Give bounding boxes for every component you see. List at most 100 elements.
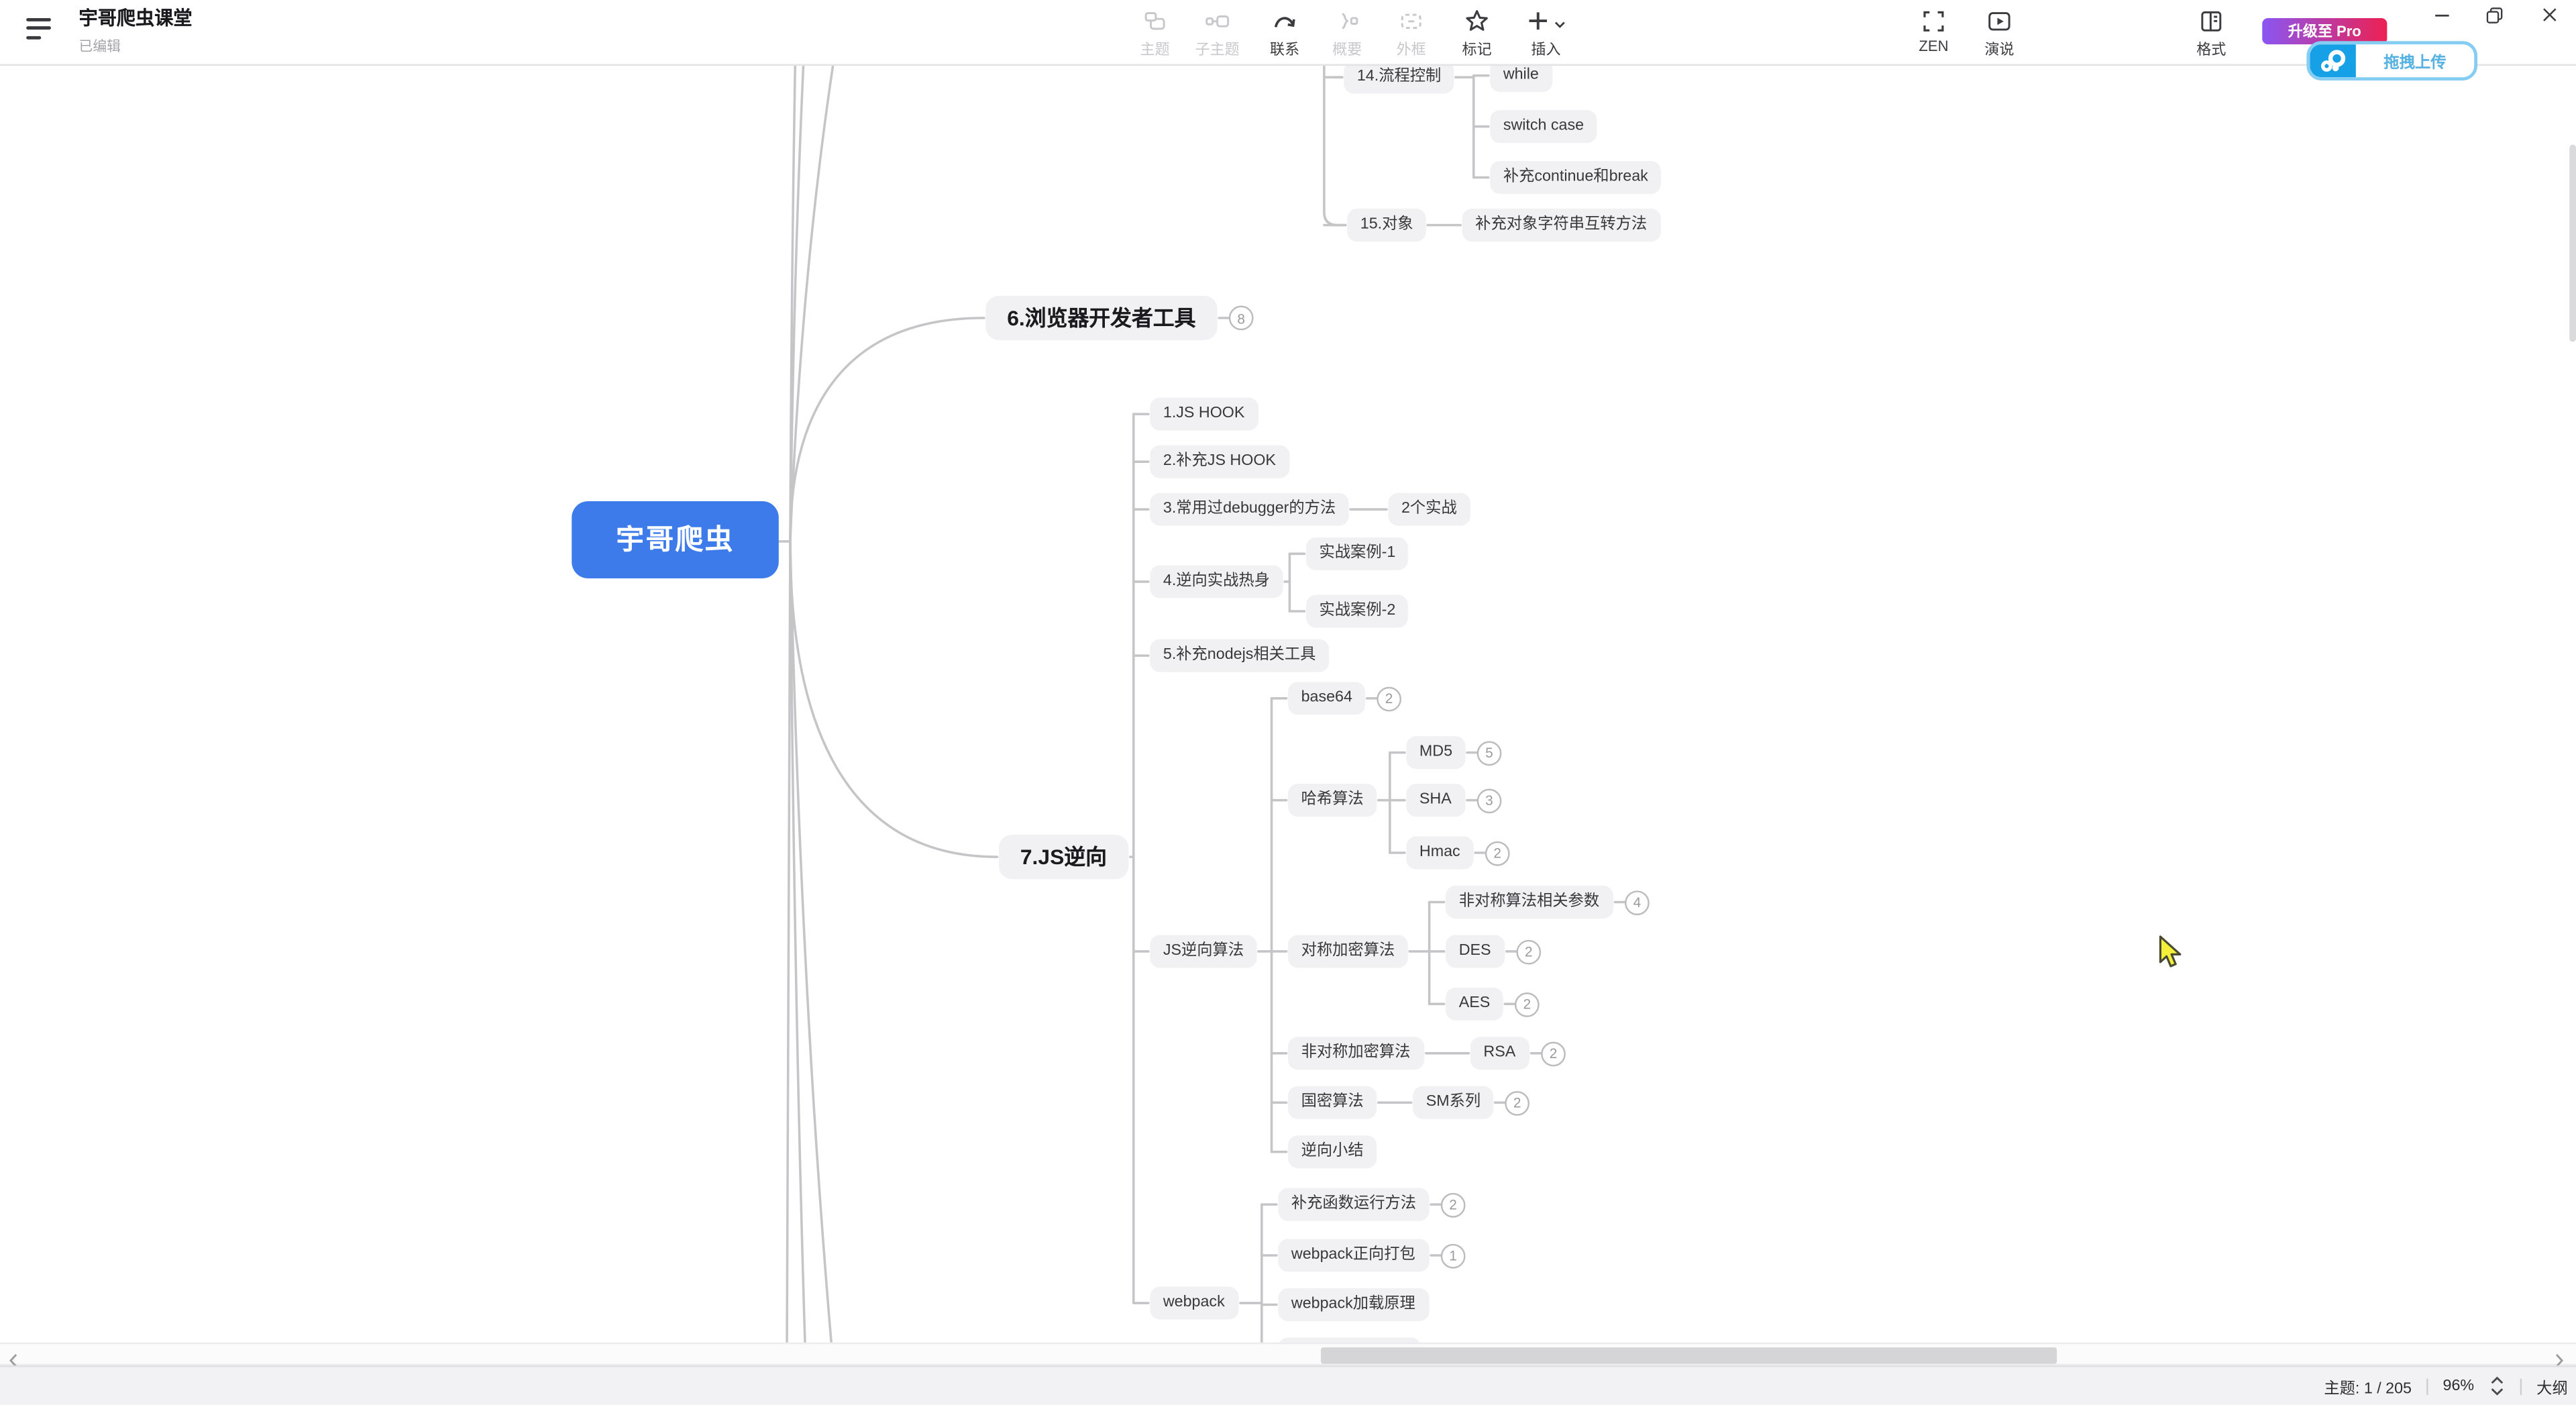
topic-objstr[interactable]: 补充对象字符串互转方法: [1462, 209, 1660, 241]
boundary-icon: [1398, 7, 1424, 35]
topic-n14[interactable]: 14.流程控制: [1344, 65, 1454, 93]
document-status: 已编辑: [78, 37, 121, 54]
topic-rsa[interactable]: RSA: [1470, 1037, 1529, 1070]
collapsed-count-badge-wpb[interactable]: 1: [1440, 1243, 1466, 1268]
topic-switch[interactable]: switch case: [1490, 110, 1597, 142]
summary-icon: [1334, 7, 1360, 35]
topic-c1[interactable]: 1.JS HOOK: [1150, 397, 1258, 430]
toolbar-format-button[interactable]: 格式: [2175, 7, 2247, 58]
toolbar-summary-button: 概要: [1311, 7, 1383, 58]
collapsed-count-badge-asymp[interactable]: 4: [1625, 890, 1650, 915]
topic-wpa[interactable]: 补充函数运行方法: [1278, 1188, 1430, 1220]
present-label: 演说: [1984, 40, 2015, 57]
outline-button[interactable]: 大纲: [2536, 1379, 2568, 1398]
topic-aes[interactable]: AES: [1446, 987, 1503, 1020]
collapsed-count-badge-n6[interactable]: 8: [1228, 305, 1254, 331]
topic-n15[interactable]: 15.对象: [1347, 209, 1427, 241]
toolbar-topic-button: 主题: [1119, 7, 1191, 58]
topic-hmac[interactable]: Hmac: [1406, 836, 1474, 869]
topic-sha[interactable]: SHA: [1406, 784, 1465, 816]
relationship-icon: [1272, 7, 1298, 35]
topic-while[interactable]: while: [1490, 65, 1552, 91]
topic-sm[interactable]: SM系列: [1413, 1086, 1494, 1118]
menu-icon[interactable]: [26, 17, 52, 44]
toolbar: 宇哥爬虫课堂 已编辑 主题子主题联系 概要 外框 标记 插入 ZEN 演说 格式 升级至 Pr…: [0, 0, 2576, 66]
zoom-level: 96%: [2443, 1377, 2475, 1396]
toolbar-marker-button[interactable]: 标记: [1441, 7, 1513, 58]
collapsed-count-badge-rsa[interactable]: 2: [1541, 1041, 1566, 1066]
topic-c4[interactable]: 4.逆向实战热身: [1150, 565, 1283, 598]
topic-c3[interactable]: 3.常用过debugger的方法: [1150, 492, 1349, 525]
topic-des[interactable]: DES: [1446, 935, 1505, 968]
toolbar-relationship-button[interactable]: 联系: [1248, 7, 1321, 58]
scroll-left-icon[interactable]: [7, 1347, 21, 1376]
topic-wpc[interactable]: webpack加载原理: [1278, 1288, 1429, 1320]
collapsed-count-badge-base64[interactable]: 2: [1377, 686, 1401, 711]
topic-root[interactable]: 宇哥爬虫: [572, 501, 779, 579]
toolbar-subtopic-button: 子主题: [1181, 7, 1254, 58]
toolbar-present-button[interactable]: 演说: [1964, 7, 2036, 58]
drag-upload-label: 拖拽上传: [2383, 54, 2447, 72]
topic-counter: 主题: 1 / 205: [2324, 1379, 2412, 1398]
toolbar-insert-button[interactable]: 插入: [1510, 7, 1582, 58]
zen-icon: [1921, 7, 1947, 35]
zen-label: ZEN: [1919, 37, 1949, 54]
marker-icon: [1464, 7, 1490, 35]
collapsed-count-badge-sm[interactable]: 2: [1505, 1090, 1530, 1115]
topic-md5[interactable]: MD5: [1406, 736, 1466, 768]
netdisk-cloud-icon: [2310, 44, 2356, 78]
topic-asymp[interactable]: 非对称算法相关参数: [1446, 886, 1613, 918]
topic-hash[interactable]: 哈希算法: [1288, 784, 1377, 816]
zoom-stepper-icon[interactable]: [2489, 1375, 2505, 1397]
topic-asym[interactable]: 非对称加密算法: [1288, 1037, 1424, 1070]
topic-c4a[interactable]: 实战案例-1: [1305, 537, 1409, 570]
relationship-label: 联系: [1270, 40, 1300, 57]
minimize-button[interactable]: [2426, 3, 2456, 26]
collapsed-count-badge-des[interactable]: 2: [1516, 939, 1542, 964]
restore-button[interactable]: [2479, 3, 2509, 26]
toolbar-zen-button[interactable]: ZEN: [1898, 7, 1970, 54]
vertical-scrollbar-thumb[interactable]: [2569, 144, 2576, 342]
document-title: 宇哥爬虫课堂: [78, 9, 193, 30]
marker-label: 标记: [1462, 40, 1492, 57]
topic-c5[interactable]: 5.补充nodejs相关工具: [1150, 639, 1330, 672]
topic-c2[interactable]: 2.补充JS HOOK: [1150, 445, 1289, 478]
topic-n7[interactable]: 7.JS逆向: [998, 835, 1128, 880]
horizontal-scrollbar[interactable]: [0, 1342, 2576, 1367]
topic-c3a[interactable]: 2个实战: [1388, 492, 1470, 525]
topic-n6[interactable]: 6.浏览器开发者工具: [985, 295, 1218, 340]
topic-alg[interactable]: JS逆向算法: [1150, 935, 1257, 968]
collapsed-count-badge-hmac[interactable]: 2: [1485, 840, 1510, 866]
topic-wpb[interactable]: webpack正向打包: [1278, 1239, 1429, 1271]
summary-label: 概要: [1332, 40, 1362, 57]
toolbar-boundary-button: 外框: [1375, 7, 1448, 58]
topic-contbreak[interactable]: 补充continue和break: [1490, 161, 1662, 193]
format-icon: [2198, 7, 2224, 35]
drag-upload-tooltip[interactable]: 拖拽上传: [2306, 41, 2478, 81]
boundary-label: 外框: [1396, 40, 1426, 57]
close-button[interactable]: [2535, 3, 2565, 26]
upgrade-pro-button[interactable]: 升级至 Pro: [2262, 17, 2387, 44]
collapsed-count-badge-md5[interactable]: 5: [1477, 740, 1502, 766]
topic-wp[interactable]: webpack: [1150, 1286, 1238, 1319]
topic-wpd[interactable]: 2个webpack实战: [1278, 1337, 1422, 1343]
topic-base64[interactable]: base64: [1288, 682, 1366, 715]
topic-sym[interactable]: 对称加密算法: [1288, 935, 1408, 968]
collapsed-count-badge-sha[interactable]: 3: [1477, 788, 1502, 813]
topic-label: 主题: [1140, 40, 1170, 57]
format-label: 格式: [2196, 40, 2226, 57]
topic-c4b[interactable]: 实战案例-2: [1305, 594, 1409, 627]
collapsed-count-badge-wpa[interactable]: 2: [1440, 1192, 1466, 1217]
subtopic-icon: [1204, 7, 1230, 35]
topic-sum[interactable]: 逆向小结: [1288, 1135, 1377, 1168]
horizontal-scrollbar-thumb[interactable]: [1320, 1347, 2057, 1363]
collapsed-count-badge-aes[interactable]: 2: [1514, 991, 1540, 1017]
insert-label: 插入: [1531, 40, 1561, 57]
present-icon: [1986, 7, 2012, 35]
topic-guomi[interactable]: 国密算法: [1288, 1086, 1377, 1118]
topic-icon: [1142, 7, 1168, 35]
scroll-right-icon[interactable]: [2551, 1347, 2566, 1376]
